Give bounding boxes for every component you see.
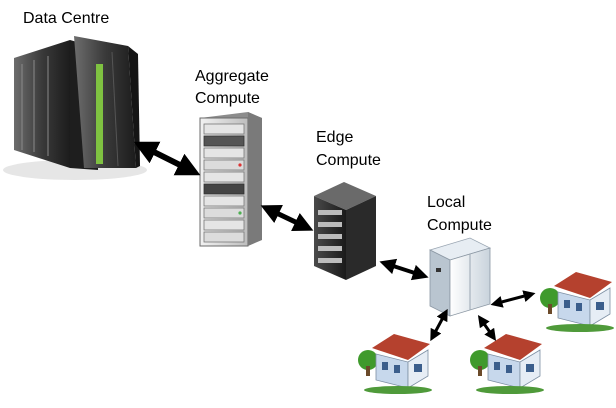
arrow-datacentre-aggregate — [133, 141, 201, 176]
arrow-local-house-right — [490, 290, 536, 308]
label-local-line1: Local — [427, 194, 466, 211]
arrow-local-house-middle — [477, 315, 497, 341]
data-centre-server-icon — [3, 36, 147, 180]
arrow-edge-local — [379, 258, 429, 281]
aggregate-rack-icon — [199, 112, 262, 247]
label-edge-line2: Compute — [316, 152, 381, 169]
house-icon — [540, 272, 614, 332]
label-aggregate-line2: Compute — [195, 90, 260, 107]
local-cabinet-icon — [428, 237, 492, 317]
label-aggregate-line1: Aggregate — [195, 68, 269, 85]
house-icon — [358, 334, 432, 394]
label-data-centre: Data Centre — [23, 10, 110, 27]
house-icon — [470, 334, 544, 394]
arrow-aggregate-edge — [260, 204, 314, 232]
arrow-local-house-left — [430, 308, 448, 342]
label-local-line2: Compute — [427, 217, 492, 234]
edge-server-icon — [314, 182, 376, 280]
label-edge-line1: Edge — [316, 129, 354, 146]
